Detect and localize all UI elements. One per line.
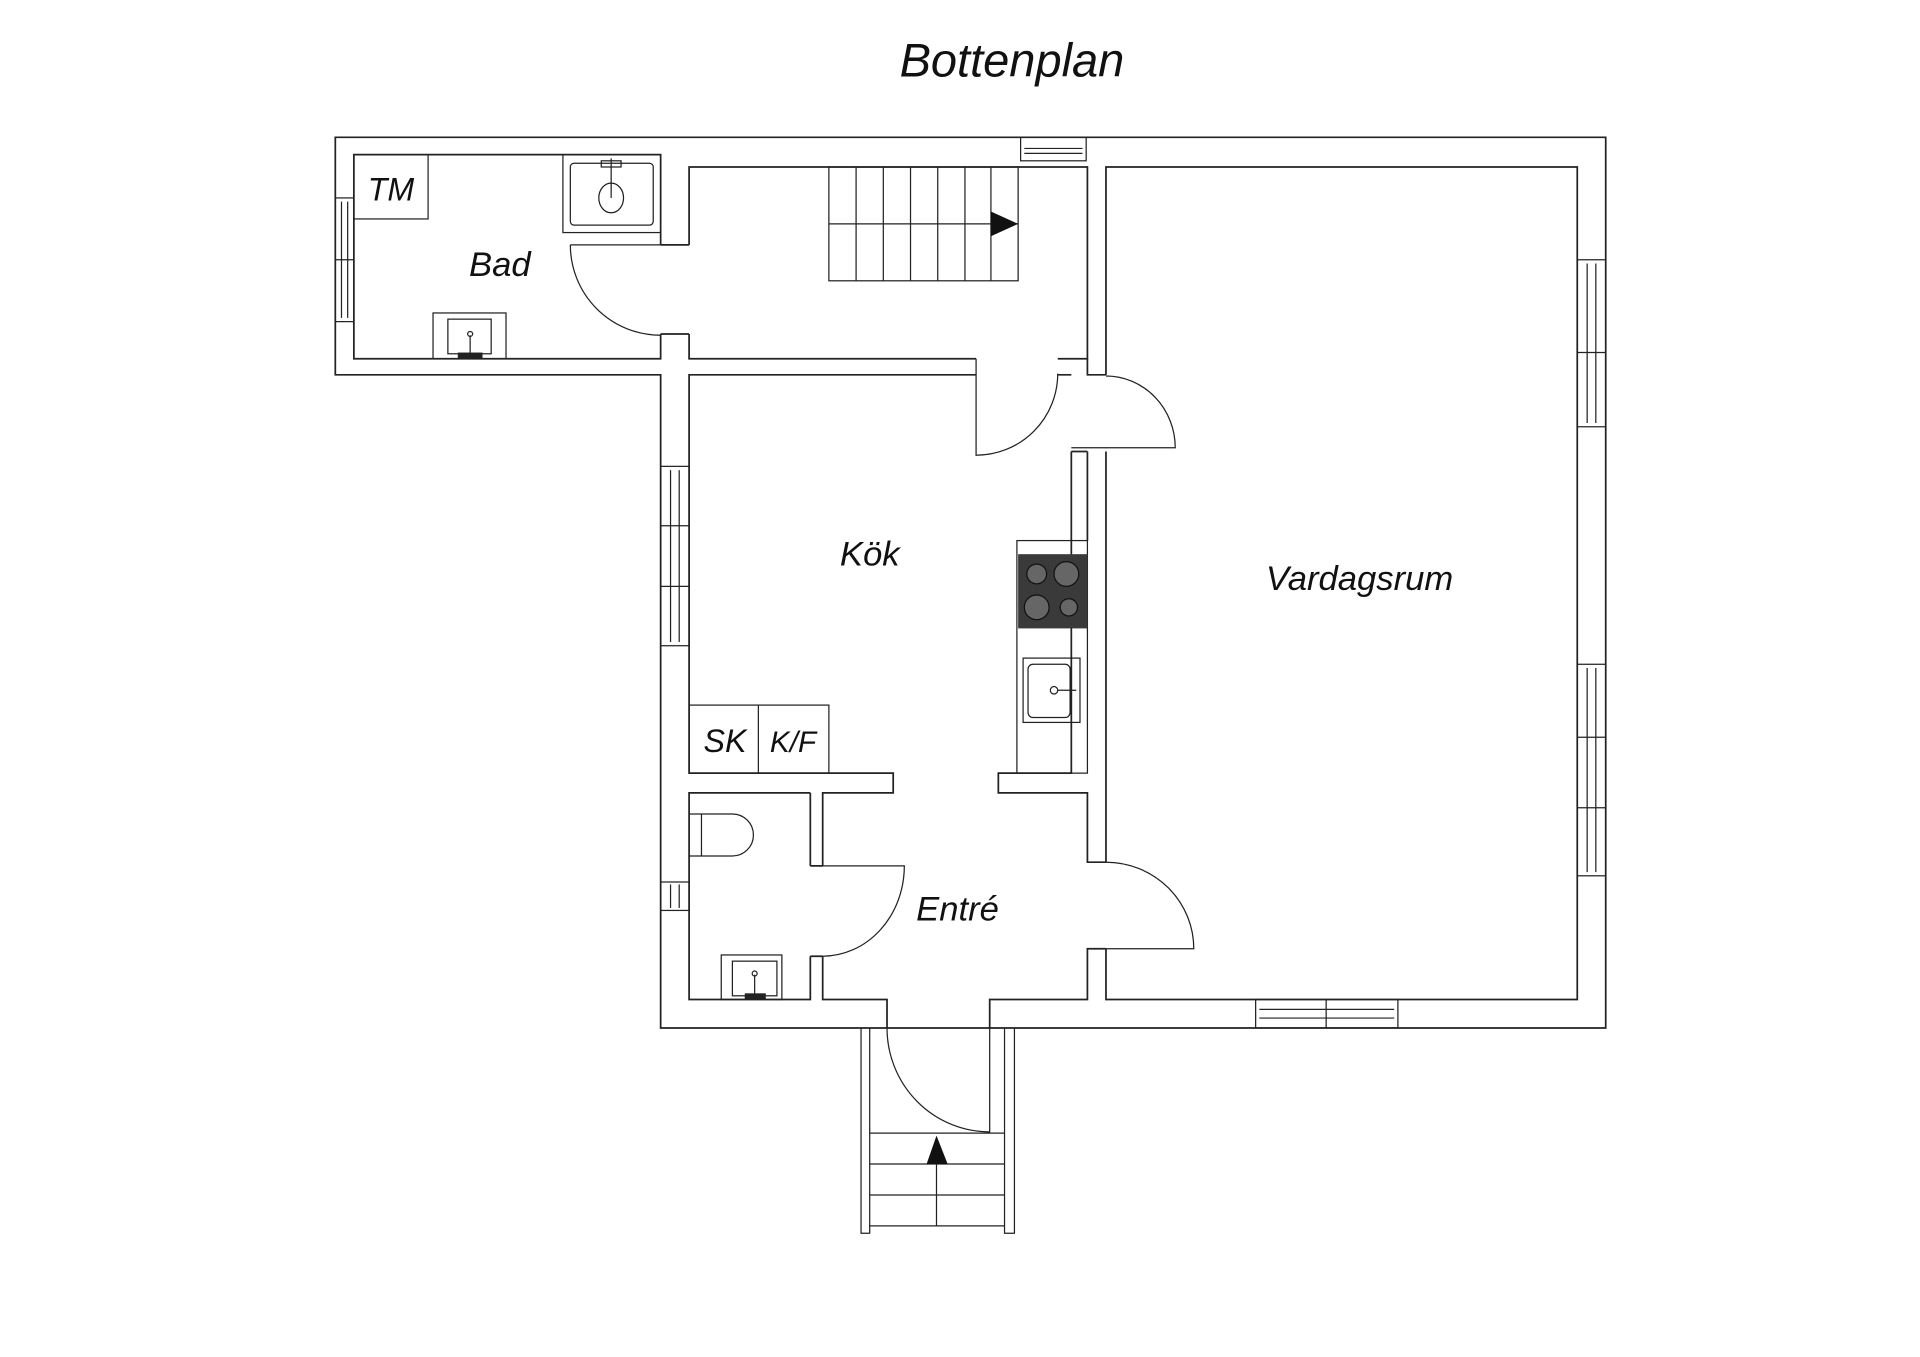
door-entrance [886,1027,991,1133]
kitchen-counter [1016,539,1089,774]
entrance-arrow-icon [926,1135,948,1165]
room-label-entre: Entré [916,890,999,928]
kitchen-sink-icon [1022,657,1081,724]
stair-arrow-icon [990,211,1019,237]
fixture-tm: TM [368,171,415,207]
exterior-stairs [860,1027,1016,1234]
room-label-kok: Kök [840,535,901,573]
fixtures: TM SK K/F [353,154,1089,1001]
room-label-bad: Bad [469,246,532,284]
shower-icon [562,154,662,234]
doors [569,244,1195,1133]
interior-stairs [828,166,1019,282]
room-labels: Bad Kök Vardagsrum Entré [469,246,1453,928]
outer-walls [334,136,1607,1029]
toilet-icon [689,813,755,857]
door-wc [810,865,905,957]
door-entre-vardagsrum [1087,861,1195,950]
door-bad [569,244,661,336]
fixture-sk: SK [704,723,748,759]
storage-cabinets [688,704,830,774]
windows [334,136,1607,1029]
stove-icon [1018,554,1088,629]
door-hall-vardagsrum [1071,375,1176,449]
room-label-vardagsrum: Vardagsrum [1266,560,1453,598]
fixture-kf: K/F [770,726,818,759]
wc-sink-icon [720,954,783,1001]
plan-title: Bottenplan [900,34,1125,87]
door-hall-kok [975,358,1059,456]
bad-sink-icon [432,312,507,360]
